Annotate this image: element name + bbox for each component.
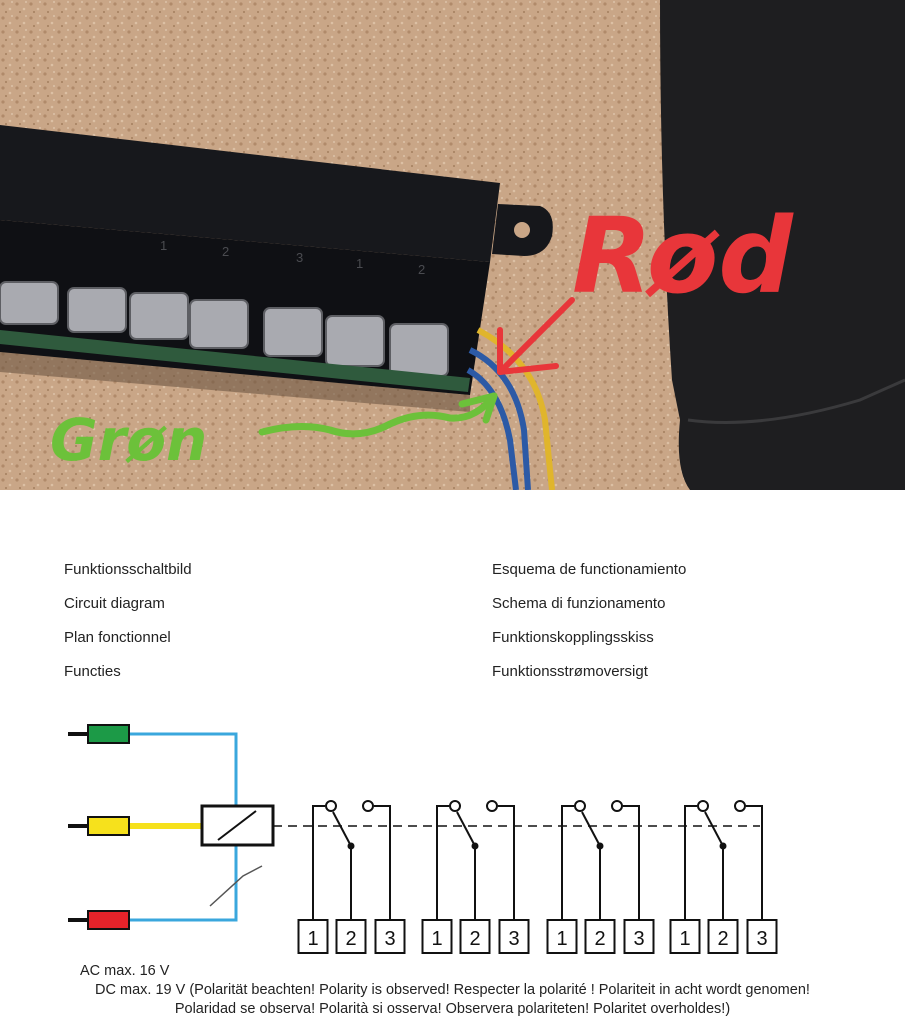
diode-mark — [209, 865, 263, 907]
terminal-label: 1 — [556, 928, 567, 950]
switch-blade — [704, 811, 724, 847]
contact-point — [697, 800, 709, 812]
yellow-plug — [68, 816, 130, 836]
spec-dc: DC max. 19 V (Polarität beachten! Polari… — [95, 982, 810, 998]
terminal-label: 3 — [384, 928, 395, 950]
terminal-label: 1 — [679, 928, 690, 950]
decoder-shadow — [0, 350, 470, 412]
terminal-label: 2 — [345, 928, 356, 950]
terminal-box — [584, 919, 616, 954]
contact-wire — [498, 805, 515, 920]
contact-point — [486, 800, 498, 812]
label-en: Circuit diagram — [64, 595, 165, 612]
decoder-top — [0, 125, 500, 262]
green-annotation-label: Grøn — [50, 406, 207, 474]
terminal-box — [421, 919, 453, 954]
red-arrow — [497, 297, 575, 375]
terminal-box — [297, 919, 329, 954]
blue-wire-1 — [468, 347, 531, 490]
decoder-photo: 1 2 3 1 2 Rød Grøn — [0, 0, 905, 490]
label-fr: Plan fonctionnel — [64, 629, 171, 646]
switch-blade — [332, 811, 352, 847]
green-plug — [68, 724, 130, 744]
spec-ac: AC max. 16 V — [80, 963, 170, 979]
terminal-number: 1 — [356, 256, 363, 271]
contact-wire — [436, 805, 449, 920]
terminal-box — [746, 919, 778, 954]
label-it: Schema di funzionamento — [492, 595, 666, 612]
terminal-number: 1 — [160, 238, 167, 253]
terminal-number: 3 — [296, 250, 303, 265]
contact-groups: 1 2 3 1 2 3 1 2 3 1 2 3 — [297, 800, 778, 954]
terminal-box — [498, 919, 530, 954]
terminal-label: 3 — [633, 928, 644, 950]
terminal-label: 3 — [508, 928, 519, 950]
terminal-label: 1 — [431, 928, 442, 950]
switch-blade — [456, 811, 476, 847]
switch-blade — [581, 811, 601, 847]
terminal-label: 2 — [594, 928, 605, 950]
circuit-diagram: 1 2 3 1 2 3 1 2 3 1 2 3 — [68, 724, 778, 954]
contact-point — [574, 800, 586, 812]
contact-wire — [684, 805, 697, 920]
terminal-label: 1 — [307, 928, 318, 950]
terminal-label: 2 — [717, 928, 728, 950]
label-sv: Funktionskopplingsskiss — [492, 629, 654, 646]
spec-polarity: Polaridad se observa! Polarità si osserv… — [174, 1001, 731, 1017]
contact-wire — [374, 805, 391, 920]
red-annotation-label: Rød — [572, 195, 794, 317]
terminal-box — [335, 919, 367, 954]
contact-point — [362, 800, 374, 812]
contact-point — [449, 800, 461, 812]
terminal-label: 3 — [756, 928, 767, 950]
pad-edge — [687, 378, 905, 424]
terminal-box — [707, 919, 739, 954]
contact-wire — [561, 805, 574, 920]
contact-point — [611, 800, 623, 812]
terminal-box — [669, 919, 701, 954]
label-de: Funktionsschaltbild — [64, 561, 192, 578]
mounting-hole — [514, 222, 530, 238]
contact-point — [325, 800, 337, 812]
terminal-row — [0, 281, 449, 377]
label-nl: Functies — [64, 663, 121, 680]
terminal-label: 2 — [469, 928, 480, 950]
label-da: Funktionsstrømoversigt — [492, 663, 648, 680]
contact-wire — [312, 805, 325, 920]
terminal-number: 2 — [418, 262, 425, 277]
red-plug — [68, 910, 130, 930]
contact-wire — [746, 805, 763, 920]
green-arrow — [258, 392, 498, 438]
contact-point — [734, 800, 746, 812]
terminal-box — [374, 919, 406, 954]
terminal-box — [623, 919, 655, 954]
dark-pad — [660, 0, 905, 490]
label-es: Esquema de functionamiento — [492, 561, 687, 578]
terminal-box — [546, 919, 578, 954]
terminal-number: 2 — [222, 244, 229, 259]
terminal-box — [459, 919, 491, 954]
blue-wire-2 — [466, 367, 519, 490]
pcb-edge — [0, 330, 470, 392]
relay-coil — [200, 804, 275, 847]
contact-wire — [623, 805, 640, 920]
